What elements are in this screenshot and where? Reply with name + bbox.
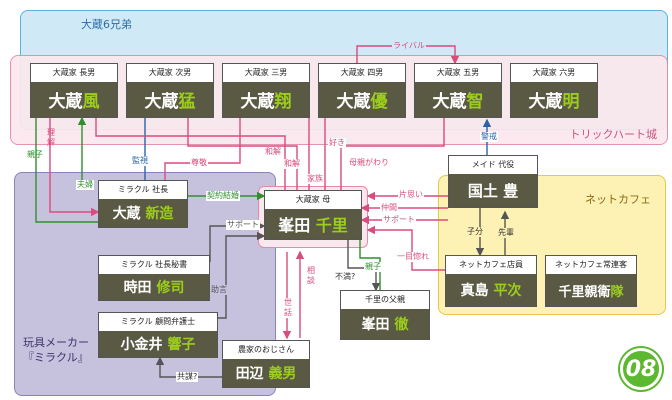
rel-support-2: サポート — [226, 220, 260, 230]
node-brother-2-given: 猛 — [178, 92, 196, 112]
rel-love-at-first-sight: 一目惚れ — [396, 252, 430, 262]
node-regular-given: 隊 — [610, 284, 624, 300]
node-brother-5[interactable]: 大蔵家 五男 大蔵智 — [414, 63, 502, 118]
node-lawyer-role: ミラクル 顧問弁護士 — [99, 313, 217, 331]
rel-unrequited: 片思い — [398, 190, 424, 200]
node-regular-surname: 千里親衛 — [558, 284, 611, 300]
node-father-given: 徹 — [394, 317, 409, 333]
node-farmer-given: 義男 — [268, 366, 297, 382]
node-manager[interactable]: ネットカフェ店員 真島 平次 — [445, 255, 537, 307]
region-brothers-label: 大蔵6兄弟 — [81, 18, 132, 31]
node-brother-2-surname: 大蔵 — [144, 92, 179, 112]
node-lawyer[interactable]: ミラクル 顧問弁護士 小金井 響子 — [98, 312, 218, 358]
node-secretary-given: 修司 — [156, 280, 185, 296]
rel-parent-child-1: 親子 — [27, 150, 43, 159]
node-president-given: 新造 — [145, 206, 174, 222]
node-brother-3-given: 翔 — [274, 92, 292, 112]
page-number-text: 08 — [625, 356, 657, 382]
node-mother-given: 千里 — [315, 216, 348, 235]
region-trick-heart-label: トリックハート城 — [569, 128, 657, 141]
page-number-badge: 08 — [620, 348, 662, 390]
node-farmer-role: 農家のおじさん — [223, 341, 309, 359]
node-brother-1[interactable]: 大蔵家 長男 大蔵風 — [30, 63, 118, 118]
node-brother-5-surname: 大蔵 — [432, 92, 467, 112]
node-maid-role: メイド 代役 — [449, 156, 537, 174]
rel-understanding: 理解 — [47, 128, 55, 147]
node-father-role: 千里の父親 — [341, 291, 429, 309]
node-father-surname: 峯田 — [361, 317, 390, 333]
node-brother-6-surname: 大蔵 — [528, 92, 563, 112]
node-father[interactable]: 千里の父親 峯田 徹 — [340, 290, 430, 340]
rel-couple: 夫婦 — [76, 180, 94, 190]
node-brother-6-role: 大蔵家 六男 — [511, 64, 597, 82]
node-president-role: ミラクル 社長 — [99, 181, 187, 199]
region-net-cafe-label: ネットカフェ — [585, 193, 651, 206]
node-brother-3[interactable]: 大蔵家 三男 大蔵翔 — [222, 63, 310, 118]
node-brother-2[interactable]: 大蔵家 次男 大蔵猛 — [126, 63, 214, 118]
node-brother-4-surname: 大蔵 — [336, 92, 371, 112]
node-brother-1-role: 大蔵家 長男 — [31, 64, 117, 82]
node-regular[interactable]: ネットカフェ常連客 千里親衛隊 — [545, 255, 637, 307]
node-mother[interactable]: 大蔵家 母 峯田 千里 — [264, 190, 362, 240]
rel-reconcile-1: 和解 — [264, 147, 282, 157]
node-manager-surname: 真島 — [460, 283, 489, 299]
node-president-surname: 大蔵 — [112, 206, 141, 222]
rel-care: 世話 — [283, 298, 294, 318]
rel-watch: 監視 — [131, 156, 149, 166]
node-maid-given: 豊 — [503, 182, 519, 200]
node-secretary-surname: 時田 — [123, 280, 152, 296]
node-brother-5-role: 大蔵家 五男 — [415, 64, 501, 82]
rel-parent-child-2: 親子 — [364, 262, 382, 272]
rel-support-1: サポート — [382, 215, 416, 225]
node-manager-given: 平次 — [493, 283, 522, 299]
node-lawyer-surname: 小金井 — [120, 337, 163, 353]
node-brother-4-role: 大蔵家 四男 — [319, 64, 405, 82]
node-president[interactable]: ミラクル 社長 大蔵 新造 — [98, 180, 188, 228]
node-brother-1-given: 風 — [82, 92, 100, 112]
node-brother-3-surname: 大蔵 — [240, 92, 275, 112]
rel-senior: 先輩 — [497, 228, 515, 238]
rel-dissatisfied: 不満? — [334, 272, 357, 282]
node-mother-surname: 峯田 — [278, 216, 311, 235]
node-manager-role: ネットカフェ店員 — [446, 256, 536, 274]
node-secretary-role: ミラクル 社長秘書 — [99, 256, 209, 274]
rel-conspiracy: 共謀? — [176, 372, 199, 382]
rel-like: 好き — [328, 138, 346, 148]
node-maid-surname: 国土 — [467, 182, 498, 200]
node-brother-2-role: 大蔵家 次男 — [127, 64, 213, 82]
node-brother-6-given: 明 — [562, 92, 580, 112]
rel-mother-substitute: 母親がわり — [348, 158, 390, 168]
node-secretary[interactable]: ミラクル 社長秘書 時田 修司 — [98, 255, 210, 301]
rel-rival: ライバル — [392, 41, 426, 51]
node-maid[interactable]: メイド 代役 国土 豊 — [448, 155, 538, 208]
node-brother-3-role: 大蔵家 三男 — [223, 64, 309, 82]
node-regular-role: ネットカフェ常連客 — [546, 256, 636, 274]
rel-guard: 警戒 — [480, 132, 498, 142]
region-toy-maker-label: 玩具メーカー 『ミラクル』 — [23, 336, 89, 364]
rel-advice: 助言 — [210, 285, 228, 295]
node-brother-1-surname: 大蔵 — [48, 92, 83, 112]
node-brother-4[interactable]: 大蔵家 四男 大蔵優 — [318, 63, 406, 118]
node-farmer[interactable]: 農家のおじさん 田辺 義男 — [222, 340, 310, 388]
rel-consult: 相談 — [306, 266, 317, 286]
rel-reconcile-2: 和解 — [283, 159, 301, 169]
node-brother-5-given: 智 — [466, 92, 484, 112]
node-mother-role: 大蔵家 母 — [265, 191, 361, 209]
rel-member: 子分 — [466, 227, 484, 237]
node-brother-6[interactable]: 大蔵家 六男 大蔵明 — [510, 63, 598, 118]
node-farmer-surname: 田辺 — [235, 366, 264, 382]
rel-respect: 尊敬 — [190, 158, 208, 168]
rel-contract-marriage: 契約結婚 — [206, 191, 240, 201]
node-brother-4-given: 優 — [370, 92, 388, 112]
node-lawyer-given: 響子 — [167, 337, 196, 353]
rel-family: 家族 — [306, 174, 324, 184]
rel-companion: 仲間 — [380, 203, 398, 213]
